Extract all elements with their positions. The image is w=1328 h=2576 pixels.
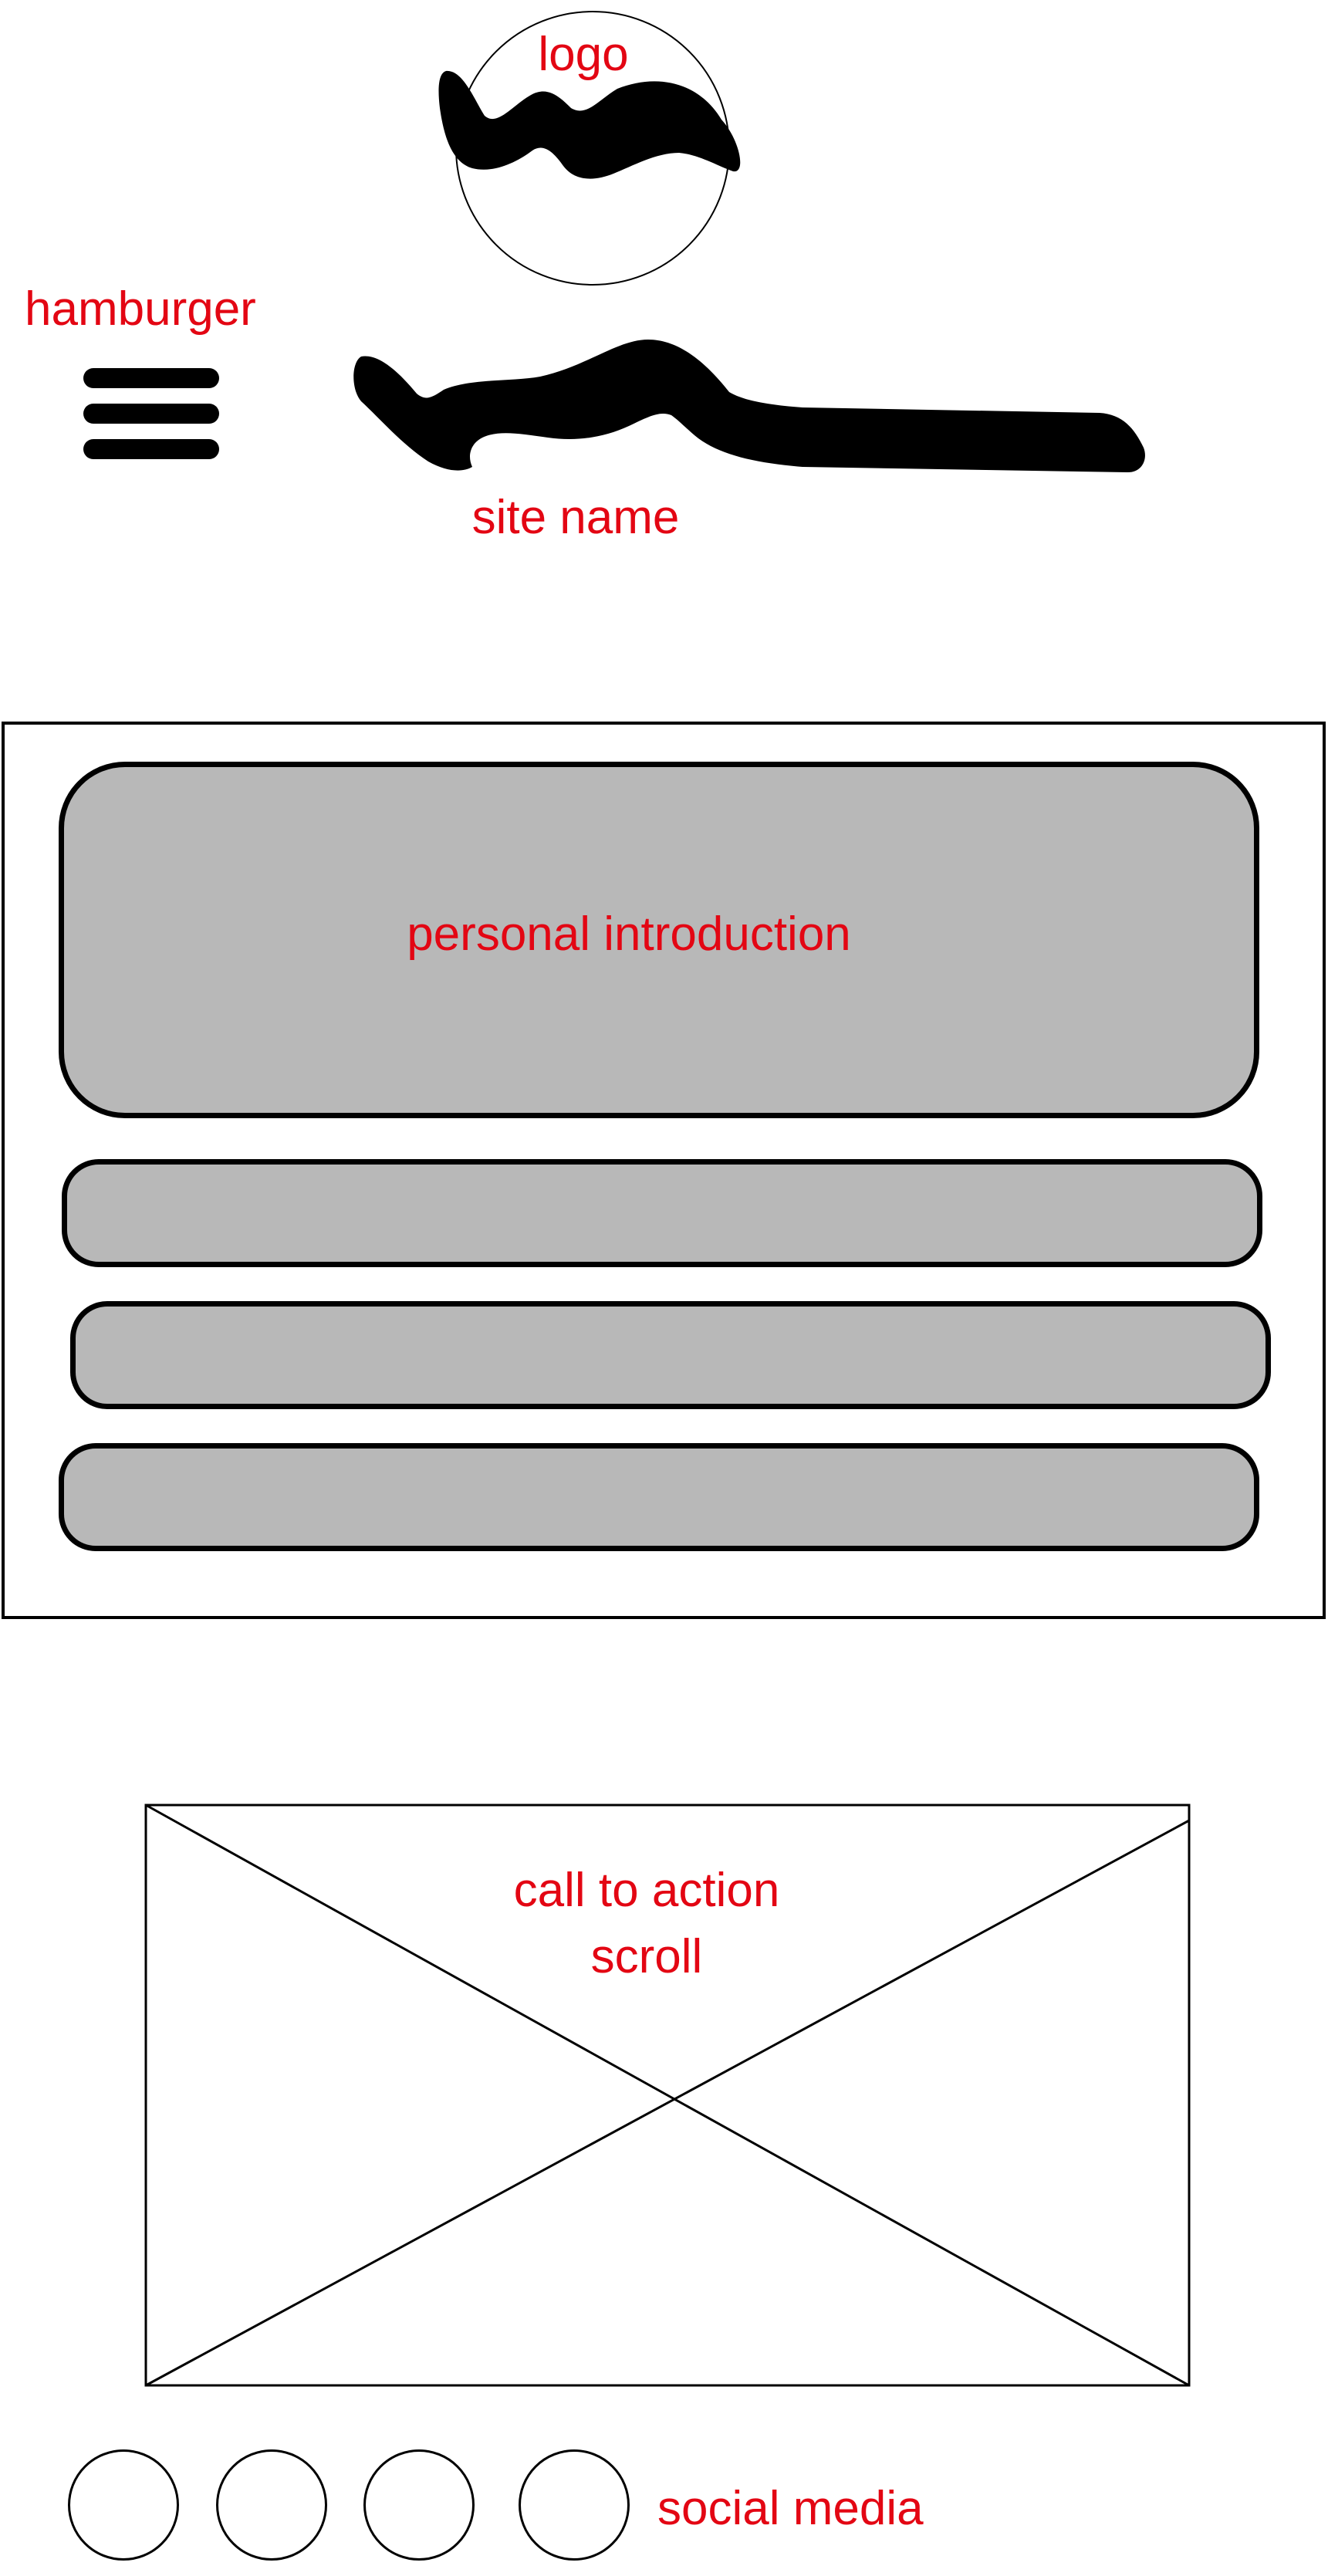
hamburger-icon[interactable]: [83, 368, 219, 459]
hamburger-label: hamburger: [25, 282, 256, 336]
content-frame: [2, 722, 1326, 1619]
hamburger-bar: [83, 439, 219, 459]
brush-strokes: [353, 70, 1145, 473]
personal-introduction-block[interactable]: [59, 762, 1259, 1118]
social-media-icon[interactable]: [519, 2449, 630, 2561]
call-to-action-image-placeholder[interactable]: [144, 1804, 1191, 2387]
content-bar-2[interactable]: [70, 1301, 1271, 1409]
logo-label: logo: [538, 28, 629, 81]
social-media-icon[interactable]: [68, 2449, 179, 2561]
logo-brush-icon: [438, 70, 741, 179]
social-media-icon[interactable]: [216, 2449, 327, 2561]
hamburger-bar: [83, 368, 219, 388]
content-bar-3[interactable]: [59, 1443, 1259, 1551]
site-name-brush-icon: [353, 340, 1145, 473]
social-media-icon[interactable]: [363, 2449, 475, 2561]
personal-introduction-label: personal introduction: [407, 908, 851, 961]
hamburger-bar: [83, 404, 219, 424]
social-media-label: social media: [657, 2482, 924, 2535]
call-to-action-label: call to action scroll: [513, 1864, 780, 1983]
site-name-label: site name: [471, 491, 680, 544]
content-bar-1[interactable]: [62, 1159, 1262, 1267]
